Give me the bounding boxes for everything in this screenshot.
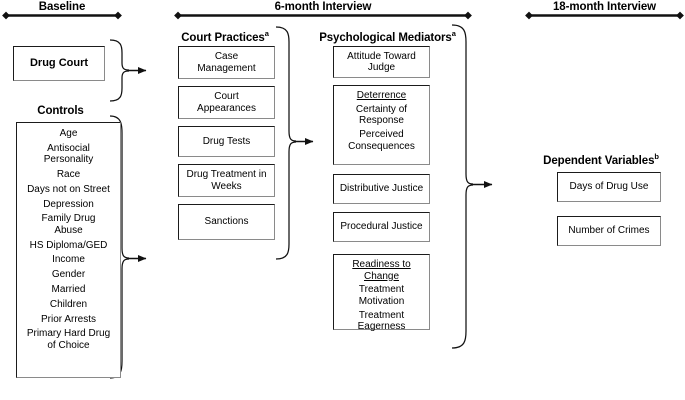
court-practice-box[interactable]: Sanctions bbox=[178, 204, 275, 240]
court-practice-box[interactable]: Drug Tests bbox=[178, 126, 275, 157]
dependent-variables-header: Dependent Variablesb bbox=[517, 152, 685, 167]
mediator-group-title: Deterrence bbox=[356, 90, 407, 101]
mediator-box-procedural-justice[interactable]: Procedural Justice bbox=[333, 212, 430, 242]
timeline-label-baseline: Baseline bbox=[38, 1, 86, 13]
timeline-rule-6-month bbox=[174, 11, 472, 20]
dependent-variable-box[interactable]: Days of Drug Use bbox=[557, 172, 661, 202]
control-item: Race bbox=[56, 169, 81, 180]
controls-header: Controls bbox=[37, 105, 84, 117]
control-item: Gender bbox=[51, 269, 86, 281]
control-item: HS Diploma/GED bbox=[29, 239, 108, 251]
control-item: Children bbox=[49, 298, 88, 310]
timeline-rule-baseline bbox=[2, 11, 122, 20]
court-practices-header-text: Court Practices bbox=[181, 31, 265, 44]
mediator-box-distributive-justice[interactable]: Distributive Justice bbox=[333, 174, 430, 204]
control-item: Income bbox=[52, 254, 85, 266]
court-practices-header: Court Practicesa bbox=[166, 29, 284, 44]
psychological-mediators-header-superscript: a bbox=[451, 29, 456, 38]
dependent-variables-header-text: Dependent Variables bbox=[543, 154, 655, 167]
drug-court-box[interactable]: Drug Court bbox=[13, 46, 105, 81]
dependent-variable-box[interactable]: Number of Crimes bbox=[557, 216, 661, 246]
control-item: Married bbox=[51, 283, 86, 295]
control-item: Age bbox=[59, 128, 78, 139]
timeline-rule-18-month bbox=[525, 11, 684, 20]
control-item: Depression bbox=[43, 198, 94, 210]
court-practices-header-superscript: a bbox=[264, 29, 269, 38]
timeline-label-6-month: 6-month Interview bbox=[274, 1, 372, 13]
timeline-rules bbox=[2, 11, 684, 20]
dependent-variables-header-superscript: b bbox=[654, 152, 659, 161]
connector-drug-court-to-court-practices bbox=[109, 39, 147, 102]
control-item: Prior Arrests bbox=[40, 313, 96, 325]
connector-mediators-to-dependent-variables bbox=[451, 24, 493, 349]
timeline-label-18-month: 18-month Interview bbox=[553, 1, 656, 13]
control-item: Days not on Street bbox=[27, 183, 110, 195]
connector-court-practices-to-mediators bbox=[275, 26, 314, 260]
psychological-mediators-header-text: Psychological Mediators bbox=[319, 31, 452, 44]
psychological-mediators-header: Psychological Mediatorsa bbox=[306, 29, 469, 44]
